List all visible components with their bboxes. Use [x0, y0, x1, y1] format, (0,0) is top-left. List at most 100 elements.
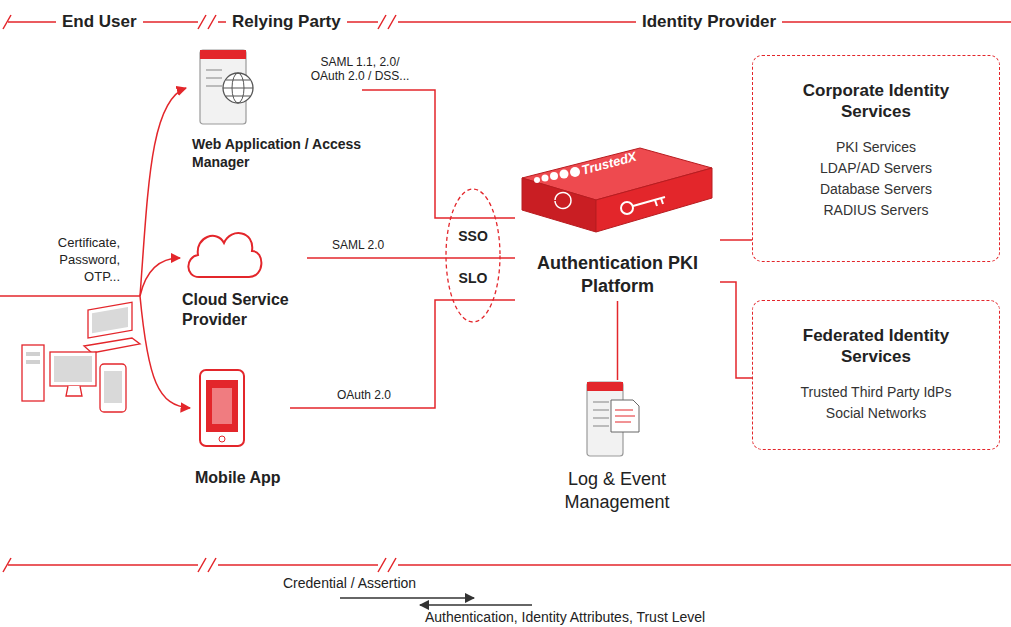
appliance-icon [633, 197, 665, 206]
zone-heading: Relying Party [226, 12, 347, 32]
service-item: Social Networks [826, 403, 926, 424]
icon-node: Authentication PKI Platform [515, 142, 720, 297]
node-title: Web Application / Access Manager [192, 136, 362, 171]
icon-node: Cloud Service Provider [182, 220, 307, 330]
zone-heading: End User [56, 12, 143, 32]
log-server-icon [593, 425, 609, 427]
log-server-icon [593, 401, 609, 403]
service-item: PKI Services [836, 137, 916, 158]
identity-services-box: Corporate Identity ServicesPKI ServicesL… [752, 55, 1000, 262]
flow-arrows [340, 598, 532, 605]
protocol-label: OAuth 2.0 [335, 388, 393, 402]
appliance-icon [522, 148, 712, 232]
node-title: Mobile App [195, 468, 290, 488]
cloud-icon [188, 233, 261, 277]
phone-icon [212, 388, 232, 424]
footer-rule [3, 558, 1011, 572]
note-label: Authentication, Identity Attributes, Tru… [425, 609, 705, 626]
appliance-icon [550, 172, 558, 180]
end-user-devices [22, 345, 44, 401]
end-user-devices [104, 371, 122, 403]
connector-line [290, 300, 515, 408]
log-server-icon [593, 409, 609, 411]
server-icon [206, 69, 222, 71]
protocol-tag: SSO [445, 228, 501, 245]
connector-line [720, 239, 752, 241]
connector-line [720, 282, 752, 378]
end-user-devices [54, 356, 92, 382]
node-icon [195, 368, 290, 450]
server-icon [200, 50, 246, 59]
service-item: LDAP/AD Servers [820, 158, 932, 179]
phone-icon [200, 370, 244, 446]
end-user-devices [66, 386, 82, 396]
node-icon [182, 220, 307, 282]
box-heading: Federated Identity Services [789, 325, 964, 368]
log-server-icon [587, 382, 639, 456]
note-label: Credential / Assertion [283, 575, 416, 592]
server-icon [200, 50, 253, 124]
appliance-icon [522, 178, 596, 232]
log-server-icon [593, 417, 609, 419]
phone-icon [219, 436, 225, 442]
appliance-icon [555, 193, 571, 209]
appliance-icon [596, 168, 712, 232]
server-icon [206, 85, 222, 87]
appliance-icon [560, 170, 569, 179]
node-icon [547, 380, 687, 460]
connector-line [307, 257, 515, 259]
sso-ellipse: SSO SLO [445, 188, 501, 323]
zone-heading: Identity Provider [636, 12, 782, 32]
server-icon [223, 73, 253, 103]
flow-arrows [340, 597, 474, 599]
node-icon [515, 142, 720, 242]
header-rule [3, 15, 396, 29]
protocol-label: SAML 2.0 [330, 238, 386, 252]
appliance-icon [570, 167, 580, 177]
user-access-arrows [0, 295, 140, 297]
user-access-arrows [0, 88, 190, 408]
end-user-devices [22, 302, 140, 412]
phone-icon [200, 370, 244, 446]
footer-rule [3, 558, 396, 572]
server-icon [226, 80, 250, 96]
phone-icon [206, 380, 238, 432]
box-heading: Corporate Identity Services [789, 80, 964, 123]
end-user-devices [92, 307, 128, 333]
log-server-icon [611, 400, 639, 432]
ellipse-outline [445, 188, 501, 323]
log-server-icon [587, 382, 623, 391]
end-user-devices [100, 364, 126, 412]
user-access-arrows [140, 258, 180, 296]
ellipse-outline [446, 189, 500, 322]
connector-line [362, 90, 515, 218]
service-item: RADIUS Servers [823, 200, 928, 221]
identity-services-box: Federated Identity ServicesTrusted Third… [752, 300, 1000, 450]
header-rule [8, 21, 1011, 23]
node-title: Authentication PKI Platform [515, 252, 720, 297]
end-user-devices [84, 338, 140, 353]
end-user-devices [88, 302, 132, 338]
icon-node: Web Application / Access Manager [192, 48, 362, 171]
node-icon [192, 48, 362, 128]
protocol-label: SAML 1.1, 2.0/ OAuth 2.0 / DSS... [300, 55, 420, 83]
service-item: Trusted Third Party IdPs [801, 382, 952, 403]
appliance-icon [542, 175, 549, 182]
user-access-arrows [140, 88, 186, 296]
connector-line [617, 301, 619, 380]
end-user-devices [26, 360, 40, 364]
flow-arrows [420, 604, 532, 606]
protocol-tag: SLO [445, 270, 501, 287]
end-user-devices [88, 302, 132, 338]
server-icon [206, 77, 222, 79]
end-user-devices [26, 352, 40, 356]
appliance-icon [534, 177, 540, 183]
end-user-devices [50, 352, 96, 386]
note-label: Certificate, Password, OTP... [34, 234, 120, 285]
header-rule [3, 15, 1011, 29]
icon-node: Log & Event Management [547, 380, 687, 513]
node-title: Log & Event Management [547, 468, 687, 513]
server-icon [223, 88, 253, 89]
